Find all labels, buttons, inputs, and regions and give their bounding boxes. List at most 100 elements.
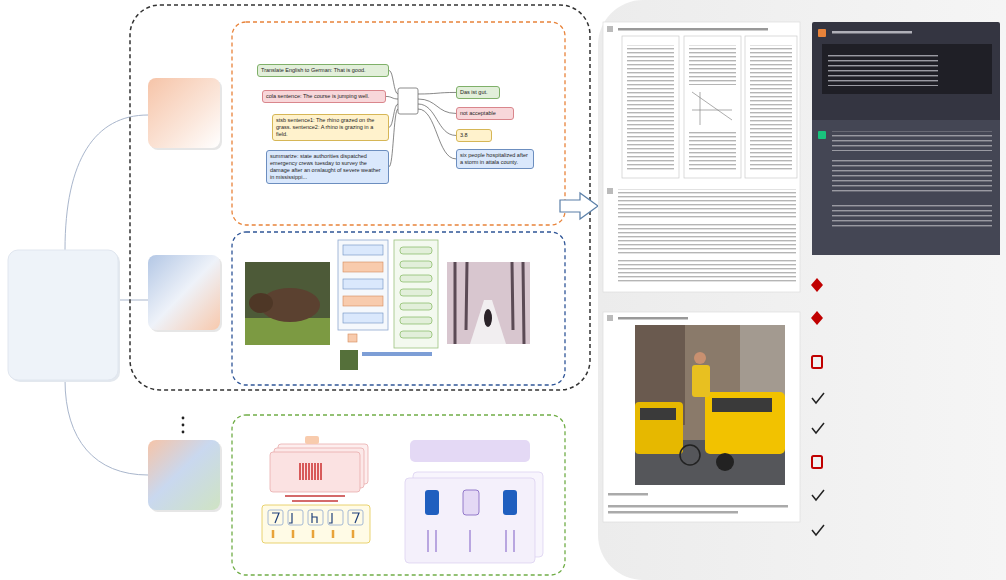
model-diagram — [394, 240, 438, 348]
photo — [635, 325, 785, 485]
layer-block — [343, 245, 383, 255]
wire — [389, 70, 398, 94]
glyph — [272, 513, 359, 523]
icon — [463, 490, 479, 515]
chat-screenshot — [812, 22, 1000, 255]
photo — [245, 262, 330, 345]
text-line — [618, 317, 688, 320]
output-box: six people hospitalized after a storm in… — [456, 149, 534, 169]
region-outline — [232, 232, 565, 385]
person — [692, 365, 710, 397]
page-thumbnail — [745, 36, 797, 178]
text-block — [832, 131, 992, 151]
tree-branch — [65, 115, 148, 250]
taxi-window — [712, 398, 772, 412]
text-line — [608, 493, 648, 496]
screenshot — [603, 312, 800, 522]
code-lines — [828, 52, 938, 86]
layer-block — [400, 289, 432, 296]
page-thumbnail — [622, 36, 679, 178]
thumbnail — [340, 350, 358, 370]
reply-area — [812, 120, 1000, 255]
panel — [598, 0, 1006, 580]
root-box — [8, 250, 118, 380]
taxi — [705, 392, 785, 454]
taxi-window — [640, 408, 676, 420]
token-bar — [428, 530, 514, 552]
model-diagram — [338, 240, 388, 330]
card — [405, 478, 535, 563]
layer-block — [400, 247, 432, 254]
layer-block — [400, 275, 432, 282]
flow-arrow — [560, 193, 598, 219]
check-mark — [812, 525, 824, 535]
layer-block — [343, 279, 383, 289]
wire — [418, 92, 456, 94]
avatar — [818, 29, 826, 37]
wheel — [680, 445, 700, 465]
text-block — [618, 224, 796, 254]
page-text — [750, 45, 792, 170]
square-marker — [812, 456, 822, 468]
ellipsis-dot — [182, 431, 185, 434]
check-mark — [812, 490, 824, 500]
bear — [249, 293, 273, 313]
wire — [418, 109, 456, 159]
output-box: 3.8 — [456, 129, 492, 142]
figure — [484, 309, 492, 327]
tree-branch — [65, 380, 148, 475]
category-box — [148, 440, 220, 510]
wire — [389, 104, 398, 127]
output-box: not acceptable — [456, 107, 514, 120]
layer-block — [348, 334, 357, 342]
check-mark — [812, 393, 824, 403]
box-text: cola sentence: The course is jumping wel… — [266, 93, 382, 100]
text-line — [608, 511, 738, 514]
layer-block — [400, 317, 432, 324]
avatar — [607, 315, 613, 321]
square-marker — [812, 356, 822, 368]
layer-block — [400, 261, 432, 268]
layer-block — [400, 303, 432, 310]
page-thumbnail — [684, 36, 741, 178]
icon — [425, 490, 439, 515]
path — [470, 300, 506, 344]
input-box: summarize: state authorities dispatched … — [266, 150, 389, 184]
person — [694, 352, 706, 364]
token-box — [262, 505, 370, 543]
avatar — [607, 188, 613, 194]
page-text — [689, 132, 736, 170]
wire — [418, 104, 456, 135]
page-text — [627, 45, 674, 170]
layer-block — [400, 331, 432, 338]
text-block — [618, 189, 796, 219]
diamond-marker — [811, 278, 823, 292]
header-bar — [410, 440, 530, 462]
text-block — [832, 160, 992, 195]
wire — [418, 99, 456, 113]
token-bar — [273, 530, 353, 538]
box-text: not acceptable — [460, 110, 510, 117]
input-box: stsb sentence1: The rhino grazed on the … — [272, 114, 389, 141]
avatar — [818, 131, 826, 139]
text-line — [608, 505, 788, 508]
category-box — [148, 78, 220, 148]
ellipsis-dot — [182, 424, 185, 427]
layer-block — [343, 313, 383, 323]
wheel — [716, 453, 734, 471]
taxi — [635, 402, 683, 454]
category-box — [148, 255, 220, 330]
region-outline — [232, 415, 565, 575]
tree-branch — [118, 300, 148, 301]
input-box: Translate English to German: That is goo… — [257, 64, 389, 77]
diamond-marker — [811, 311, 823, 325]
wire — [386, 96, 398, 99]
wire — [389, 109, 398, 167]
card — [270, 452, 360, 492]
box-text: stsb sentence1: The rhino grazed on the … — [276, 117, 385, 138]
caption-bar — [292, 500, 338, 502]
screenshot — [603, 22, 800, 292]
